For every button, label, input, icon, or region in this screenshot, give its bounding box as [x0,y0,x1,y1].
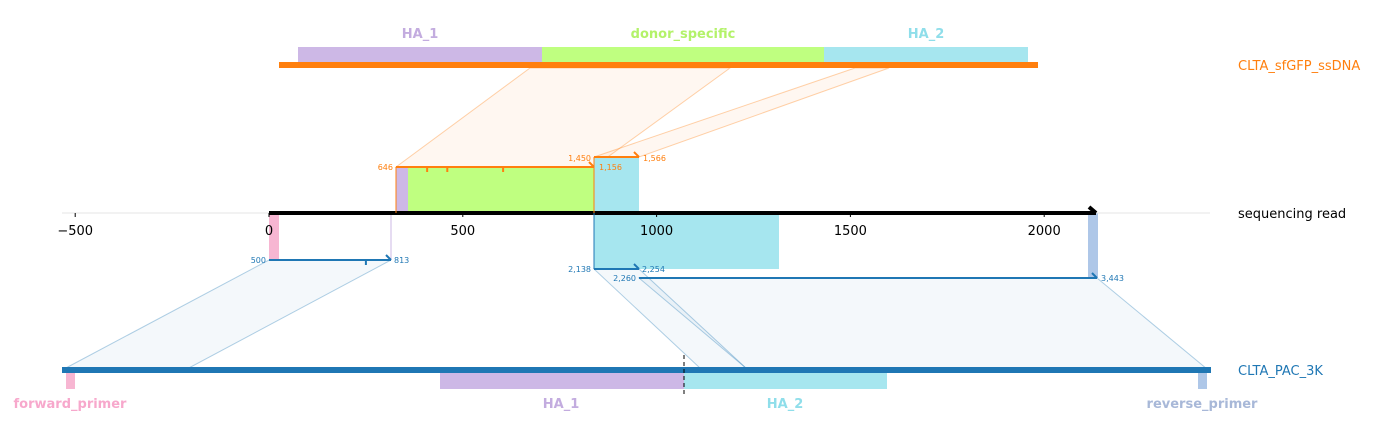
donor-feature-ha1-label: HA_1 [402,27,439,42]
target-feature-ha1-label: HA_1 [543,397,580,412]
target-alignment-2-end-label: 2,254 [642,265,665,274]
target-feature-ha2-label: HA_2 [767,397,804,412]
read-axis: −500 0 500 1000 1500 2000 sequencing read [57,205,1346,239]
target-alignment-3-arrow [1091,272,1098,279]
axis-tick-label: 0 [265,224,273,239]
target-alignment-1-arrow [385,254,392,261]
target-reference: forward_primer HA_1 HA_2 reverse_primer … [14,355,1323,412]
read-shade-ha2-target [594,213,779,269]
donor-alignment-1-end-label: 1,156 [599,163,622,172]
target-alignment-1-projection [63,259,392,370]
read-shade-donor-specific [408,167,594,213]
target-reference-line [62,367,1211,373]
donor-feature-ha2-label: HA_2 [908,27,945,42]
read-shade-reverse-primer [1088,213,1098,278]
read-arrowhead [1087,205,1098,215]
donor-reference-label: CLTA_sfGFP_ssDNA [1238,59,1360,74]
read-feature-shading [269,157,1098,278]
donor-alignments: 646 1,156 1,450 1,566 [378,151,666,213]
read-shade-forward-primer [269,213,279,260]
target-reference-label: CLTA_PAC_3K [1238,364,1323,379]
target-feature-reverse-primer-label: reverse_primer [1147,397,1259,412]
read-label: sequencing read [1238,207,1346,222]
axis-tick-label: 1500 [834,224,867,239]
donor-alignment-2-arrow [633,151,640,158]
target-alignment-1-start-label: 500 [251,256,266,265]
target-alignments: 500 813 2,138 2,254 2,260 3,443 [251,213,1124,283]
target-feature-reverse-primer-bar [1198,373,1207,389]
donor-alignment-2-start-label: 1,450 [568,154,591,163]
donor-alignment-1-arrow [588,161,595,168]
donor-reference-line [279,62,1038,68]
axis-tick-label: 2000 [1028,224,1061,239]
target-feature-forward-primer-bar [66,373,75,389]
target-alignment-1-end-label: 813 [394,256,409,265]
axis-tick-label: 1000 [640,224,673,239]
target-alignment-2-start-label: 2,138 [568,265,591,274]
donor-feature-donor-specific-label: donor_specific [631,27,736,42]
donor-feature-ha2-bar [824,47,1028,63]
target-feature-forward-primer-label: forward_primer [14,397,128,412]
target-alignment-3-end-label: 3,443 [1101,274,1124,283]
donor-reference: HA_1 donor_specific HA_2 CLTA_sfGFP_ssDN… [279,27,1360,74]
axis-tick-label: −500 [57,224,93,239]
read-shade-ha1 [396,167,408,213]
donor-alignment-1-start-label: 646 [378,163,393,172]
read-shade-ha2-donor [594,157,639,213]
target-feature-ha1-bar [440,373,684,389]
target-alignment-3-start-label: 2,260 [613,274,636,283]
axis-tick-label: 500 [450,224,475,239]
target-alignment-2-arrow [633,263,640,270]
donor-alignment-1-projection [394,67,732,168]
donor-feature-ha1-bar [298,47,542,63]
donor-feature-donor-specific-bar [542,47,824,63]
donor-alignment-2-end-label: 1,566 [643,154,666,163]
target-feature-ha2-bar [684,373,887,389]
